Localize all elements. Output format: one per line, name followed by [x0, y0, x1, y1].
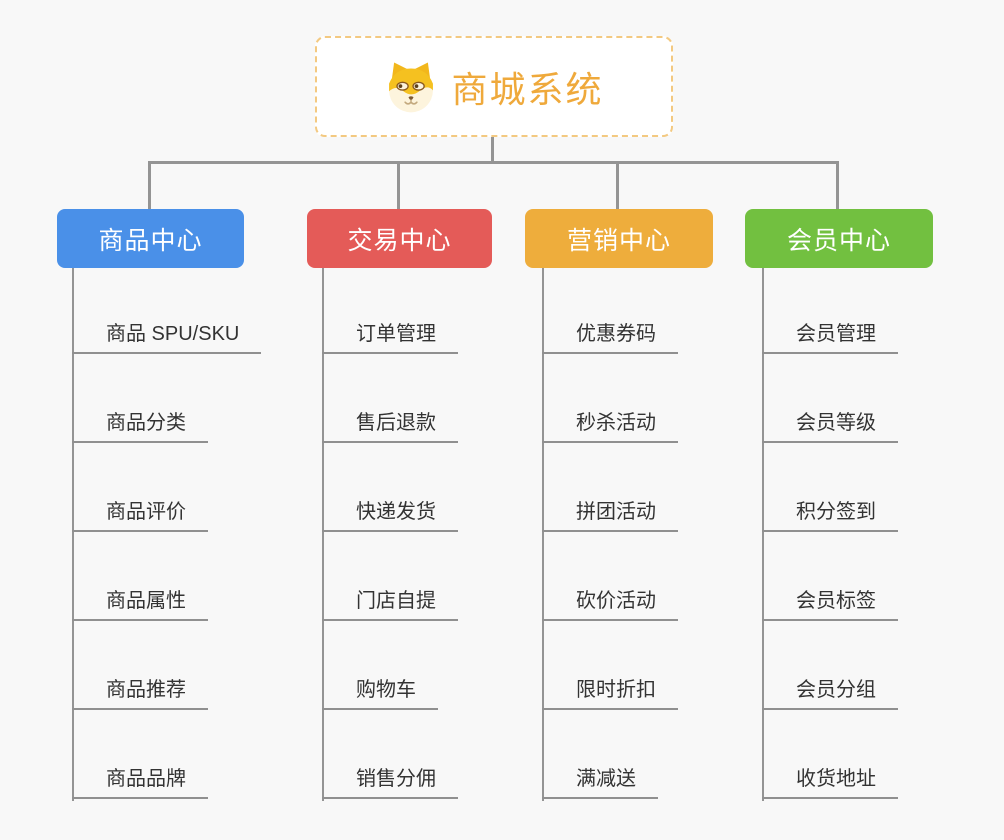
branch-node-marketing[interactable]: 营销中心 [525, 209, 713, 268]
leaf-node[interactable]: 商品 SPU/SKU [72, 265, 262, 354]
leaf-node[interactable]: 会员管理 [762, 265, 898, 354]
leaf-node[interactable]: 拼团活动 [542, 443, 678, 532]
branch-node-members[interactable]: 会员中心 [745, 209, 933, 268]
leaf-node[interactable]: 商品品牌 [72, 710, 208, 799]
root-node-mall-system[interactable]: 商城系统 [315, 36, 673, 137]
leaf-node[interactable]: 收货地址 [762, 710, 898, 799]
branch-children-marketing: 优惠券码 秒杀活动 拼团活动 砍价活动 限时折扣 满减送 [542, 265, 678, 799]
leaf-node[interactable]: 购物车 [322, 621, 438, 710]
leaf-node[interactable]: 商品分类 [72, 354, 208, 443]
connector-drop-branch-4 [836, 161, 839, 209]
leaf-node[interactable]: 订单管理 [322, 265, 458, 354]
leaf-node[interactable]: 商品推荐 [72, 621, 208, 710]
leaf-node[interactable]: 商品评价 [72, 443, 208, 532]
connector-drop-branch-1 [148, 161, 151, 209]
leaf-node[interactable]: 销售分佣 [322, 710, 458, 799]
branch-children-trade: 订单管理 售后退款 快递发货 门店自提 购物车 销售分佣 [322, 265, 458, 799]
branch-label: 交易中心 [347, 226, 452, 255]
leaf-node[interactable]: 会员分组 [762, 621, 898, 710]
connector-horizontal [148, 161, 839, 164]
branch-label: 商品中心 [98, 226, 203, 255]
branch-spine-trade [322, 268, 324, 801]
leaf-node[interactable]: 满减送 [542, 710, 658, 799]
leaf-node[interactable]: 门店自提 [322, 532, 458, 621]
connector-drop-branch-2 [397, 161, 400, 209]
leaf-node[interactable]: 商品属性 [72, 532, 208, 621]
branch-node-products[interactable]: 商品中心 [57, 209, 244, 268]
branch-label: 会员中心 [786, 226, 891, 255]
branch-node-trade[interactable]: 交易中心 [307, 209, 492, 268]
dog-face-icon [389, 62, 434, 112]
branch-spine-marketing [542, 268, 544, 801]
root-node-title: 商城系统 [451, 68, 604, 110]
branch-children-members: 会员管理 会员等级 积分签到 会员标签 会员分组 收货地址 [762, 265, 898, 799]
leaf-node[interactable]: 售后退款 [322, 354, 458, 443]
leaf-node[interactable]: 会员等级 [762, 354, 898, 443]
connector-drop-branch-3 [616, 161, 619, 209]
leaf-node[interactable]: 砍价活动 [542, 532, 678, 621]
leaf-node[interactable]: 会员标签 [762, 532, 898, 621]
leaf-node[interactable]: 优惠券码 [542, 265, 678, 354]
branch-label: 营销中心 [566, 226, 671, 255]
leaf-node[interactable]: 限时折扣 [542, 621, 678, 710]
connector-root-vertical [491, 137, 494, 164]
leaf-node[interactable]: 秒杀活动 [542, 354, 678, 443]
branch-spine-products [72, 268, 74, 801]
leaf-node[interactable]: 积分签到 [762, 443, 898, 532]
branch-children-products: 商品 SPU/SKU 商品分类 商品评价 商品属性 商品推荐 商品品牌 [72, 265, 262, 799]
branch-spine-members [762, 268, 764, 801]
leaf-node[interactable]: 快递发货 [322, 443, 458, 532]
